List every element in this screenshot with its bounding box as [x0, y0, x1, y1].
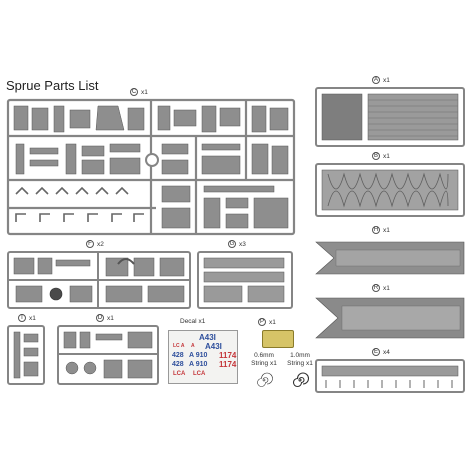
sprue-r-label: R x1 — [372, 284, 390, 292]
decal-label: Decal x1 — [180, 318, 205, 325]
sprue-d-qty: x1 — [107, 314, 114, 322]
sprue-h-letter: H — [372, 226, 380, 234]
sprue-c-image — [6, 98, 296, 236]
sprue-r-qty: x1 — [383, 284, 390, 292]
sprue-b-letter: B — [372, 152, 380, 160]
decal-mark: A43I — [199, 333, 216, 342]
decal-title: Decal — [180, 318, 197, 325]
decal-mark: 428 — [172, 352, 184, 359]
sprue-b-qty: x1 — [383, 152, 390, 160]
sprue-p-qty: x1 — [269, 318, 276, 326]
page-title: Sprue Parts List — [6, 78, 99, 93]
sprue-r-letter: R — [372, 284, 380, 292]
sprue-a-qty: x1 — [383, 76, 390, 84]
sprue-c-qty: x1 — [141, 88, 148, 96]
sprue-t-qty: x1 — [29, 314, 36, 322]
sprue-t-label: T x1 — [18, 314, 36, 322]
decal-mark: LC A — [173, 343, 185, 349]
sprue-g-label: G x3 — [228, 240, 246, 248]
sprue-h-image — [315, 241, 465, 275]
sprue-g-qty: x3 — [239, 240, 246, 248]
sprue-e-image — [315, 359, 465, 393]
sprue-h-qty: x1 — [383, 226, 390, 234]
sprue-e-label: E x4 — [372, 348, 390, 356]
decal-sheet: A43I A43I LC A A 428 A 910 428 A 910 117… — [168, 330, 238, 384]
string-qty: String x1 — [251, 360, 277, 368]
sprue-p-label: P x1 — [258, 318, 276, 326]
sprue-h-label: H x1 — [372, 226, 390, 234]
decal-qty: x1 — [198, 318, 206, 325]
sprue-r-image — [315, 297, 465, 339]
string-size: 1.0mm — [290, 352, 310, 359]
decal-mark: LCA — [193, 371, 206, 377]
string-coil-thin-icon — [257, 372, 273, 387]
decal-mark: A — [191, 343, 195, 349]
sprue-b-image — [315, 163, 465, 217]
decal-mark: LCA — [173, 371, 186, 377]
sprue-p-letter: P — [258, 318, 266, 326]
string-label-thin: 0.6mm String x1 — [244, 352, 284, 368]
photo-etch-fret — [262, 330, 294, 348]
sprue-a-image — [315, 87, 465, 147]
sprue-f-qty: x2 — [97, 240, 104, 248]
sprue-e-letter: E — [372, 348, 380, 356]
sprue-c-label: C x1 — [130, 88, 148, 96]
sprue-c-letter: C — [130, 88, 138, 96]
sprue-d-image — [57, 325, 159, 385]
sprue-g-image — [197, 251, 293, 309]
string-size: 0.6mm — [254, 352, 274, 359]
sprue-b-label: B x1 — [372, 152, 390, 160]
decal-mark: 428 — [172, 361, 184, 368]
sprue-f-letter: F — [86, 240, 94, 248]
decal-mark: 1174 — [219, 351, 237, 360]
sprue-a-label: A x1 — [372, 76, 390, 84]
string-label-thick: 1.0mm String x1 — [280, 352, 320, 368]
sprue-f-image — [7, 251, 191, 309]
sprue-d-label: D x1 — [96, 314, 114, 322]
decal-mark: A43I — [205, 342, 222, 351]
sprue-t-image — [7, 325, 45, 385]
sprue-e-qty: x4 — [383, 348, 390, 356]
sprue-g-letter: G — [228, 240, 236, 248]
sprue-d-letter: D — [96, 314, 104, 322]
decal-mark: A 910 — [189, 352, 208, 359]
sprue-f-label: F x2 — [86, 240, 104, 248]
decal-mark: A 910 — [189, 361, 208, 368]
sprue-t-letter: T — [18, 314, 26, 322]
string-coil-thick-icon — [292, 372, 310, 388]
string-qty: String x1 — [287, 360, 313, 368]
sprue-a-letter: A — [372, 76, 380, 84]
decal-mark: 1174 — [219, 360, 237, 369]
